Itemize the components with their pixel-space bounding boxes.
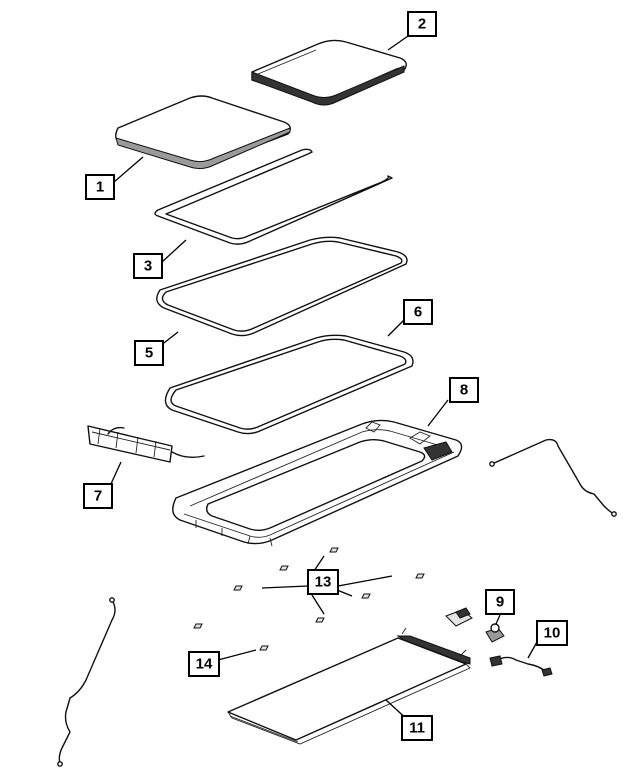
callout-10-label: 10 [544,625,561,642]
part-11-sunshade [227,627,471,745]
callout-5-label: 5 [145,345,153,362]
callout-9-label: 9 [496,594,504,611]
callout-14-label: 14 [196,656,213,673]
callout-1: 1 [85,174,115,200]
callout-6: 6 [403,299,433,325]
callout-1-label: 1 [96,179,104,196]
callout-6-label: 6 [414,304,422,321]
callout-5: 5 [134,340,164,366]
part-6-seal-frame [164,334,414,435]
callout-3-label: 3 [144,258,152,275]
part-5-seal-frame [156,236,408,337]
callout-14: 14 [188,651,220,677]
part-8-sunroof-frame [172,419,463,547]
callout-9: 9 [485,589,515,615]
part-7-wind-deflector [87,425,205,463]
callout-8-label: 8 [460,382,468,399]
part-1-glass-panel [115,95,291,170]
part-10-wiring-harness [489,655,553,677]
part-9-motor [445,607,505,643]
callout-7: 7 [83,483,113,509]
part-2-glass-panel [251,39,407,106]
callout-13: 13 [307,569,339,595]
callout-7-label: 7 [94,488,102,505]
callout-3: 3 [133,253,163,279]
callout-2-label: 2 [418,16,426,33]
callout-8: 8 [449,377,479,403]
part-3-seal [154,148,393,245]
callout-13-label: 13 [315,574,332,591]
callout-2: 2 [407,11,437,37]
drain-tube-right [489,438,617,517]
callout-11: 11 [401,715,433,741]
drain-tube-left [57,597,116,767]
callout-11-label: 11 [409,720,425,737]
part-13-fasteners [233,547,425,623]
callout-10: 10 [536,620,568,646]
part-14-fasteners [193,623,269,651]
